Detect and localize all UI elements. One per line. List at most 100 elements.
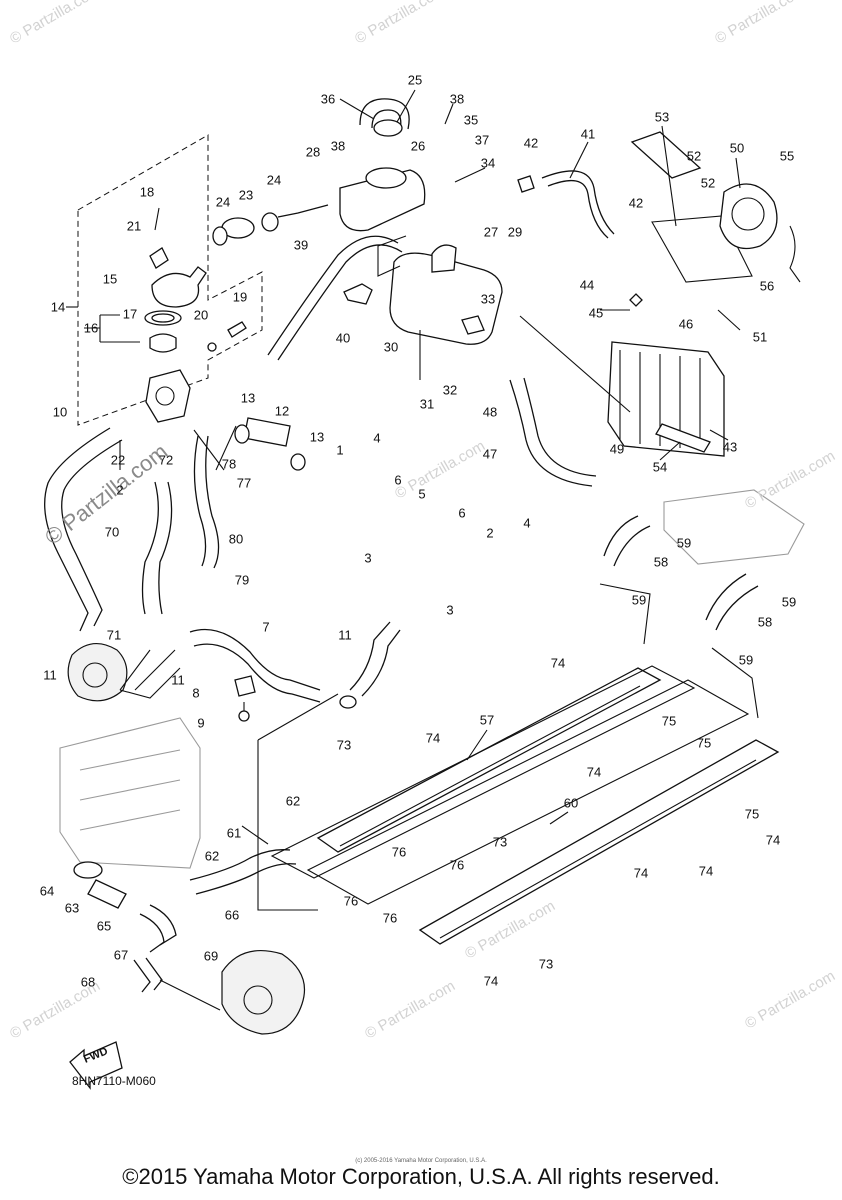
part-callout: 49 <box>609 441 625 457</box>
part-callout: 20 <box>193 307 209 323</box>
part-callout: 79 <box>234 572 250 588</box>
part-callout: 24 <box>215 194 231 210</box>
part-callout: 13 <box>240 390 256 406</box>
parts-artwork <box>44 89 805 1090</box>
part-callout: 13 <box>309 429 325 445</box>
part-callout: 60 <box>563 795 579 811</box>
part-callout: 76 <box>391 844 407 860</box>
part-callout: 76 <box>449 857 465 873</box>
part-callout: 35 <box>463 112 479 128</box>
part-callout: 74 <box>586 764 602 780</box>
part-callout: 58 <box>653 554 669 570</box>
part-callout: 67 <box>113 947 129 963</box>
part-callout: 6 <box>458 505 466 521</box>
part-callout: 12 <box>274 403 290 419</box>
part-callout: 65 <box>96 918 112 934</box>
diagram-code: 8HN7110-M060 <box>72 1074 156 1088</box>
part-callout: 59 <box>781 594 797 610</box>
part-callout: 55 <box>779 148 795 164</box>
part-callout: 78 <box>221 456 237 472</box>
part-callout: 34 <box>480 155 496 171</box>
part-callout: 76 <box>382 910 398 926</box>
part-callout: 24 <box>266 172 282 188</box>
part-callout: 7 <box>262 619 270 635</box>
part-callout: 11 <box>43 667 57 683</box>
part-callout: 25 <box>407 72 423 88</box>
part-callout: 52 <box>686 148 702 164</box>
part-callout: 37 <box>474 132 490 148</box>
part-callout: 4 <box>373 430 381 446</box>
part-callout: 73 <box>492 834 508 850</box>
part-callout: 50 <box>729 140 745 156</box>
part-callout: 21 <box>126 218 142 234</box>
part-callout: 72 <box>158 452 174 468</box>
part-callout: 10 <box>52 404 68 420</box>
part-callout: 74 <box>633 865 649 881</box>
part-callout: 4 <box>523 515 531 531</box>
part-callout: 42 <box>628 195 644 211</box>
part-callout: 31 <box>419 396 435 412</box>
part-callout: 41 <box>580 126 596 142</box>
part-callout: 26 <box>410 138 426 154</box>
part-callout: 48 <box>482 404 498 420</box>
part-callout: 38 <box>330 138 346 154</box>
part-callout: 76 <box>343 893 359 909</box>
part-callout: 11 <box>338 627 352 643</box>
part-callout: 80 <box>228 531 244 547</box>
part-callout: 56 <box>759 278 775 294</box>
part-callout: 44 <box>579 277 595 293</box>
part-callout: 17 <box>122 306 138 322</box>
part-callout: 74 <box>483 973 499 989</box>
part-callout: 51 <box>752 329 768 345</box>
part-callout: 43 <box>722 439 738 455</box>
part-callout: 3 <box>446 602 454 618</box>
part-callout: 6 <box>394 472 402 488</box>
part-callout: 75 <box>696 735 712 751</box>
part-callout: 29 <box>507 224 523 240</box>
part-callout: 11 <box>171 672 185 688</box>
part-callout: 36 <box>320 91 336 107</box>
part-callout: 63 <box>64 900 80 916</box>
part-callout: 64 <box>39 883 55 899</box>
part-callout: 62 <box>204 848 220 864</box>
part-callout: 59 <box>738 652 754 668</box>
part-callout: 74 <box>765 832 781 848</box>
part-callout: 30 <box>383 339 399 355</box>
part-callout: 2 <box>116 482 124 498</box>
part-callout: 75 <box>661 713 677 729</box>
part-callout: 38 <box>449 91 465 107</box>
part-callout: 5 <box>418 486 426 502</box>
part-callout: 16 <box>83 320 99 336</box>
part-callout: 23 <box>238 187 254 203</box>
copyright-footer: ©2015 Yamaha Motor Corporation, U.S.A. A… <box>122 1164 720 1189</box>
part-callout: 28 <box>305 144 321 160</box>
part-callout: 40 <box>335 330 351 346</box>
part-callout: 18 <box>139 184 155 200</box>
part-callout: 58 <box>757 614 773 630</box>
part-callout: 3 <box>364 550 372 566</box>
part-callout: 46 <box>678 316 694 332</box>
part-callout: 9 <box>197 715 205 731</box>
part-callout: 1 <box>336 442 344 458</box>
part-callout: 73 <box>538 956 554 972</box>
part-callout: 42 <box>523 135 539 151</box>
part-callout: 62 <box>285 793 301 809</box>
part-callout: 47 <box>482 446 498 462</box>
part-callout: 77 <box>236 475 252 491</box>
part-callout: 15 <box>102 271 118 287</box>
part-callout: 69 <box>203 948 219 964</box>
part-callout: 27 <box>483 224 499 240</box>
part-callout: 68 <box>80 974 96 990</box>
part-callout: 32 <box>442 382 458 398</box>
part-callout: 19 <box>232 289 248 305</box>
part-callout: 22 <box>110 452 126 468</box>
tiny-copyright: (c) 2005-2016 Yamaha Motor Corporation, … <box>355 1158 487 1164</box>
part-callout: 61 <box>226 825 242 841</box>
part-callout: 54 <box>652 459 668 475</box>
part-callout: 53 <box>654 109 670 125</box>
part-callout: 74 <box>425 730 441 746</box>
part-callout: 57 <box>479 712 495 728</box>
part-callout: 8 <box>192 685 200 701</box>
part-callout: 59 <box>676 535 692 551</box>
